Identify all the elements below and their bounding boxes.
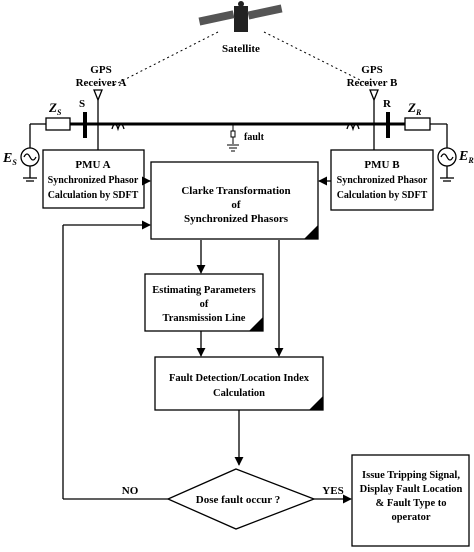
gps-b-label-2: Receiver B bbox=[347, 77, 398, 89]
bus-s-label: S bbox=[79, 98, 85, 110]
yes-label: YES bbox=[322, 485, 343, 497]
pmu-b-line3: Calculation by SDFT bbox=[337, 190, 428, 201]
clarke-line3: Synchronized Phasors bbox=[184, 213, 289, 225]
output-line1: Issue Tripping Signal, bbox=[362, 470, 460, 481]
decision-text: Dose fault occur ? bbox=[196, 494, 280, 506]
fault-index-line1: Fault Detection/Location Index bbox=[169, 373, 310, 384]
ct-a-icon bbox=[111, 123, 125, 132]
pmu-b-line2: Synchronized Phasor bbox=[337, 175, 428, 186]
pmu-b-box bbox=[330, 149, 434, 211]
output-line2: Display Fault Location bbox=[360, 484, 463, 495]
gps-b-label-1: GPS bbox=[361, 64, 382, 76]
clarke-box bbox=[150, 161, 319, 240]
no-label: NO bbox=[122, 485, 139, 497]
output-line4: operator bbox=[391, 512, 430, 523]
zr-label: ZR bbox=[407, 100, 422, 117]
zs-impedance bbox=[45, 117, 71, 131]
pmu-b-title: PMU B bbox=[364, 159, 400, 171]
gps-link-a bbox=[111, 31, 219, 87]
zr-impedance bbox=[404, 117, 431, 131]
gps-a-label-1: GPS bbox=[90, 64, 111, 76]
bus-r-label: R bbox=[383, 98, 392, 110]
fault-label: fault bbox=[244, 132, 265, 143]
fault-index-box bbox=[154, 356, 324, 411]
estimate-line1: Estimating Parameters bbox=[152, 285, 256, 296]
pmu-a-line3: Calculation by SDFT bbox=[48, 190, 139, 201]
clarke-line2: of bbox=[231, 199, 241, 211]
pmu-a-box bbox=[42, 149, 145, 209]
er-label: ER bbox=[458, 149, 474, 165]
decision-diamond bbox=[166, 468, 316, 530]
pmu-a-title: PMU A bbox=[75, 159, 110, 171]
output-box bbox=[351, 454, 470, 547]
fault-index-line2: Calculation bbox=[213, 388, 265, 399]
es-label: ES bbox=[2, 151, 17, 167]
estimate-box bbox=[144, 273, 264, 332]
satellite-label: Satellite bbox=[222, 43, 260, 55]
output-line3: & Fault Type to bbox=[375, 498, 446, 509]
antenna-b-icon bbox=[369, 89, 379, 150]
fault-icon bbox=[227, 124, 239, 152]
zs-label: ZS bbox=[48, 100, 62, 117]
pmu-a-line2: Synchronized Phasor bbox=[48, 175, 139, 186]
gps-a-label-2: Receiver A bbox=[76, 77, 127, 89]
antenna-a-icon bbox=[93, 89, 103, 150]
satellite-icon bbox=[198, 1, 283, 32]
ct-b-icon bbox=[346, 123, 360, 132]
estimate-line2: of bbox=[200, 299, 209, 310]
estimate-line3: Transmission Line bbox=[163, 313, 246, 324]
gps-link-b bbox=[263, 31, 373, 87]
clarke-line1: Clarke Transformation bbox=[181, 185, 290, 197]
